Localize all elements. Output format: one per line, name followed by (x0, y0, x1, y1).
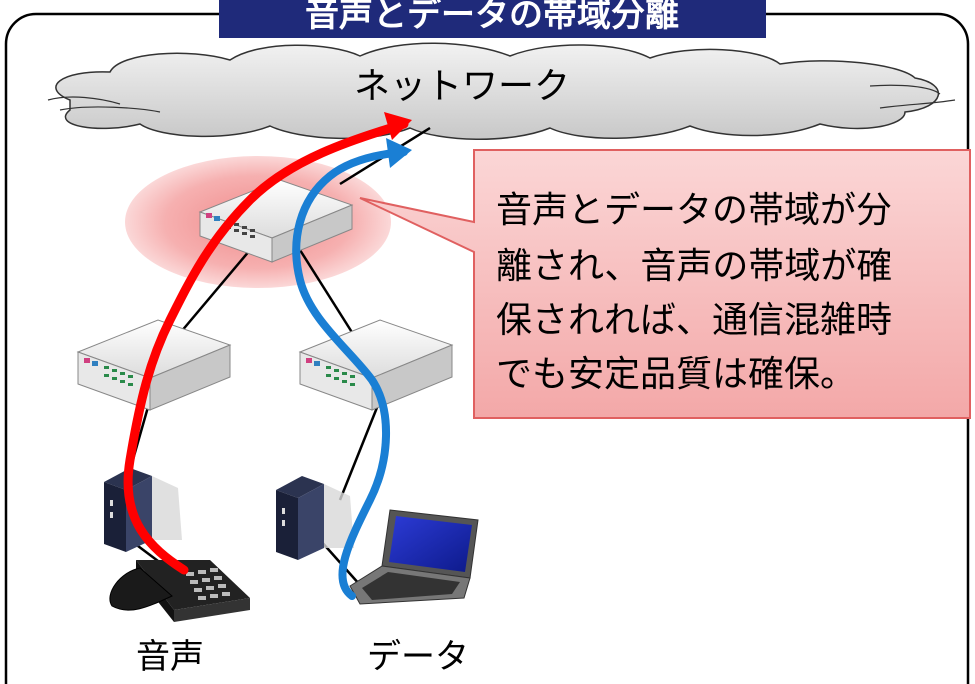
data-path-arrowhead (386, 138, 412, 168)
title-banner: 音声とデータの帯域分離 (219, 0, 766, 38)
diagram-title: 音声とデータの帯域分離 (305, 0, 679, 35)
data-path (292, 148, 408, 600)
callout-line-4: でも安定品質は確保。 (496, 354, 856, 395)
callout: 音声とデータの帯域が分 離され、音声の帯域が確 保されれば、通信混雑時 でも安定… (359, 149, 971, 419)
voice-label: 音声 (136, 637, 204, 677)
callout-line-3: 保されれば、通信混雑時 (496, 300, 892, 341)
data-label: データ (367, 637, 469, 677)
cloud-label: ネットワーク (354, 66, 570, 107)
voice-path-arrowhead (384, 112, 412, 140)
cable-core-switch-right (298, 249, 362, 346)
right-modem (276, 476, 354, 560)
cable-switch-modem-right (338, 399, 382, 501)
network-cloud: ネットワーク (47, 42, 956, 140)
callout-line-2: 離され、音声の帯域が確 (496, 246, 892, 287)
title-background (219, 0, 766, 38)
right-switch (298, 319, 454, 411)
laptop-icon (349, 509, 479, 605)
callout-line-1: 音声とデータの帯域が分 (496, 190, 892, 231)
voice-path (123, 119, 409, 575)
telephone-icon (109, 560, 250, 622)
